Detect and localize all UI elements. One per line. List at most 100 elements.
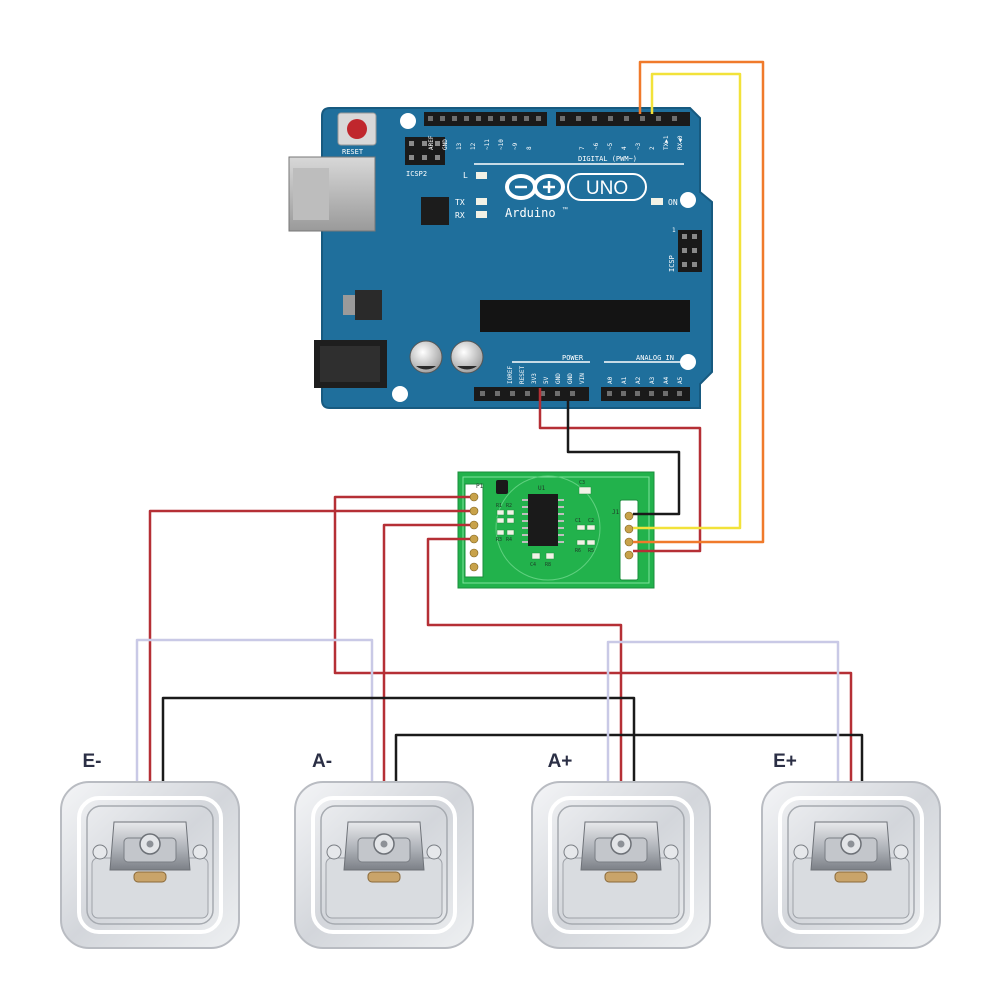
wire-white-1-2: [135, 638, 374, 808]
strain-gauge: [604, 871, 638, 883]
header-pin: [576, 116, 581, 121]
icsp-label: ICSP: [668, 255, 676, 272]
icsp-header: [678, 230, 702, 272]
arduino-logo-icon: [505, 174, 565, 200]
header-pin: [624, 116, 629, 121]
header-pin-label: TX▶1: [663, 135, 670, 150]
header-pin: [608, 116, 613, 121]
hx711-component-label: R4: [506, 537, 512, 543]
header-pin-label: ~5: [607, 142, 614, 150]
board-outline: [321, 107, 713, 409]
load-cell-label: A-: [312, 751, 332, 772]
regulator-tab: [343, 295, 355, 315]
wiring: [135, 60, 864, 808]
power-pin-label: 5V: [543, 376, 550, 384]
hx711-component-label: R8: [545, 562, 551, 568]
header-pin-label: 8: [526, 146, 533, 150]
load-cell: [531, 781, 711, 949]
header-pin: [480, 391, 485, 396]
header-pin: [677, 391, 682, 396]
power-pin-label: VIN: [579, 373, 586, 384]
load-cell-inner-frame: [311, 796, 457, 934]
led-l: [476, 172, 487, 179]
hx711-component-label: R2: [506, 503, 512, 509]
header-pin: [488, 116, 493, 121]
led-rx: [476, 211, 487, 218]
power-pin-label: GND: [555, 373, 562, 384]
wire-e-plus-red: [333, 495, 853, 808]
analog-header: [601, 387, 690, 401]
header-pin: [440, 116, 445, 121]
power-pin-label: 3V3: [531, 373, 538, 384]
load-cell: [294, 781, 474, 949]
strain-gauge: [133, 871, 167, 883]
header-pin-label: 7: [579, 146, 586, 150]
hx711-component-label: R6: [575, 548, 581, 554]
usb-connector-inner: [293, 168, 329, 220]
hx711-transistor: [496, 480, 508, 494]
mounting-hole: [400, 113, 416, 129]
header-pin-label: 13: [456, 142, 463, 150]
wire-dt-orange: [633, 60, 765, 544]
power-header: [474, 387, 589, 401]
load-cell-label: E-: [83, 751, 102, 772]
capacitor-left: [409, 340, 443, 374]
header-pin: [656, 116, 661, 121]
header-pin: [621, 391, 626, 396]
wire-vcc-red: [538, 388, 702, 553]
header-pin: [560, 116, 565, 121]
analog-label: ANALOG IN: [636, 354, 674, 362]
digital-header-left: [424, 112, 547, 126]
analog-pin-label: A0: [607, 376, 614, 384]
led-tx-label: TX: [455, 198, 465, 207]
header-pin-label: ~10: [498, 139, 505, 150]
wire-white-3-4: [606, 640, 840, 808]
load-cell-screw-icon: [326, 844, 342, 860]
analog-pin-label: A5: [677, 376, 684, 384]
analog-pin-label: A3: [649, 376, 656, 384]
header-pin: [592, 116, 597, 121]
load-cell-inner-frame: [778, 796, 924, 934]
wire-a-minus-red: [382, 523, 470, 808]
load-cell-inner-frame: [548, 796, 694, 934]
load-cell-screw-icon: [563, 844, 579, 860]
digital-header-right: [556, 112, 690, 126]
hx711-component-label: C4: [530, 562, 536, 568]
load-cells: E-A-A+E+: [60, 751, 941, 949]
hx711-component-label: R3: [496, 537, 502, 543]
header-pin-label: GND: [442, 139, 449, 150]
header-pin: [649, 391, 654, 396]
load-cell: [761, 781, 941, 949]
header-pin-label: ~11: [484, 139, 491, 150]
voltage-regulator: [355, 290, 382, 320]
power-pin-label: IOREF: [507, 366, 514, 384]
load-cell-screw-icon: [893, 844, 909, 860]
header-pin-label: AREF: [428, 135, 435, 150]
icsp2-label: ICSP2: [406, 170, 427, 178]
strain-gauge: [367, 871, 401, 883]
header-pin: [555, 391, 560, 396]
wire-black-1-3: [161, 696, 636, 808]
hx711-left-header: [464, 483, 484, 578]
digital-label: DIGITAL (PWM~): [578, 155, 637, 163]
header-pin: [640, 116, 645, 121]
header-pin-label: RX◀0: [677, 135, 684, 150]
header-pin-label: ~3: [635, 142, 642, 150]
uno-logo-text: UNO: [586, 178, 628, 199]
reset-label: RESET: [342, 148, 364, 156]
led-on-label: ON: [668, 198, 678, 207]
header-pin: [428, 116, 433, 121]
power-pin-label: RESET: [519, 366, 526, 384]
hx711-left-header-label: P1: [476, 483, 484, 490]
power-pin-label: GND: [567, 373, 574, 384]
power-label: POWER: [562, 354, 584, 362]
header-pin: [540, 391, 545, 396]
wire-gnd-black: [566, 388, 681, 516]
atmega-chip: [480, 300, 690, 332]
header-pin: [476, 116, 481, 121]
led-on: [651, 198, 663, 205]
hx711-component-label: C2: [588, 518, 594, 524]
header-pin-label: 4: [621, 146, 628, 150]
header-pin: [464, 116, 469, 121]
